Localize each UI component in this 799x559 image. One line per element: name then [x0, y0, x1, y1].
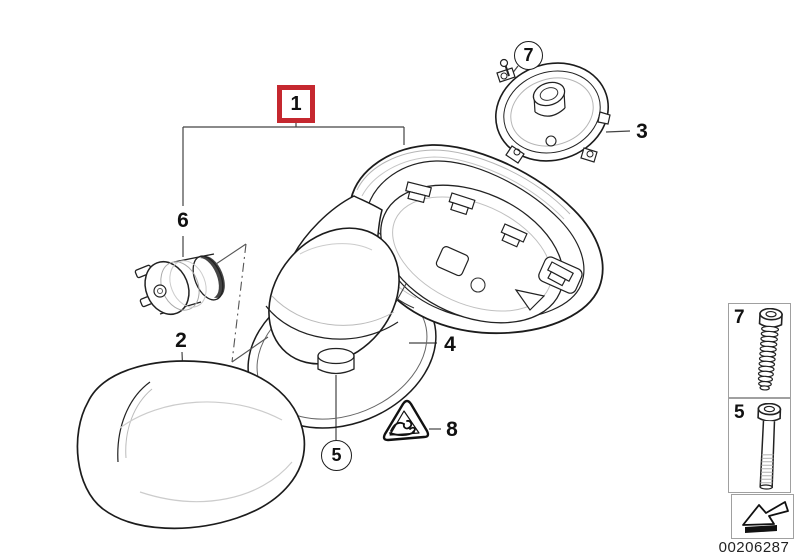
actuator-screw-drawing	[499, 58, 510, 77]
socket-screw-icon	[757, 308, 783, 391]
socket-bolt-icon	[757, 403, 782, 490]
drive-motor-drawing	[134, 253, 225, 315]
installation-direction-arrow-icon	[742, 501, 789, 533]
fastener-thumb-7-ref: 7	[734, 307, 745, 328]
callout-3-label[interactable]: 3	[636, 120, 648, 143]
mount-stub-drawing	[317, 347, 355, 375]
callout-4-label[interactable]: 4	[444, 333, 456, 356]
crush-hazard-warning-icon	[382, 399, 430, 442]
fastener-thumb-5[interactable]: 5	[728, 398, 791, 493]
callout-8-label[interactable]: 8	[446, 418, 458, 441]
fastener-thumb-5-ref: 5	[734, 402, 745, 423]
callout-7-circle[interactable]: 7	[514, 41, 543, 70]
part-number: 00206287	[718, 539, 790, 556]
callout-5-circle[interactable]: 5	[321, 440, 352, 471]
mirror-actuator-drawing	[494, 58, 611, 164]
mirror-foot-drawing	[265, 227, 400, 365]
explode-wedge-lines	[215, 243, 269, 363]
callout-1-bracket	[182, 123, 405, 257]
callout-2-label[interactable]: 2	[175, 329, 187, 352]
callout-1-box[interactable]: 1	[277, 85, 315, 123]
direction-arrow-box	[731, 494, 794, 539]
fastener-thumb-7[interactable]: 7	[728, 303, 791, 398]
callout-6-label[interactable]: 6	[177, 209, 189, 232]
mirror-cap-drawing	[76, 360, 306, 530]
mirror-housing-drawing	[350, 144, 604, 335]
